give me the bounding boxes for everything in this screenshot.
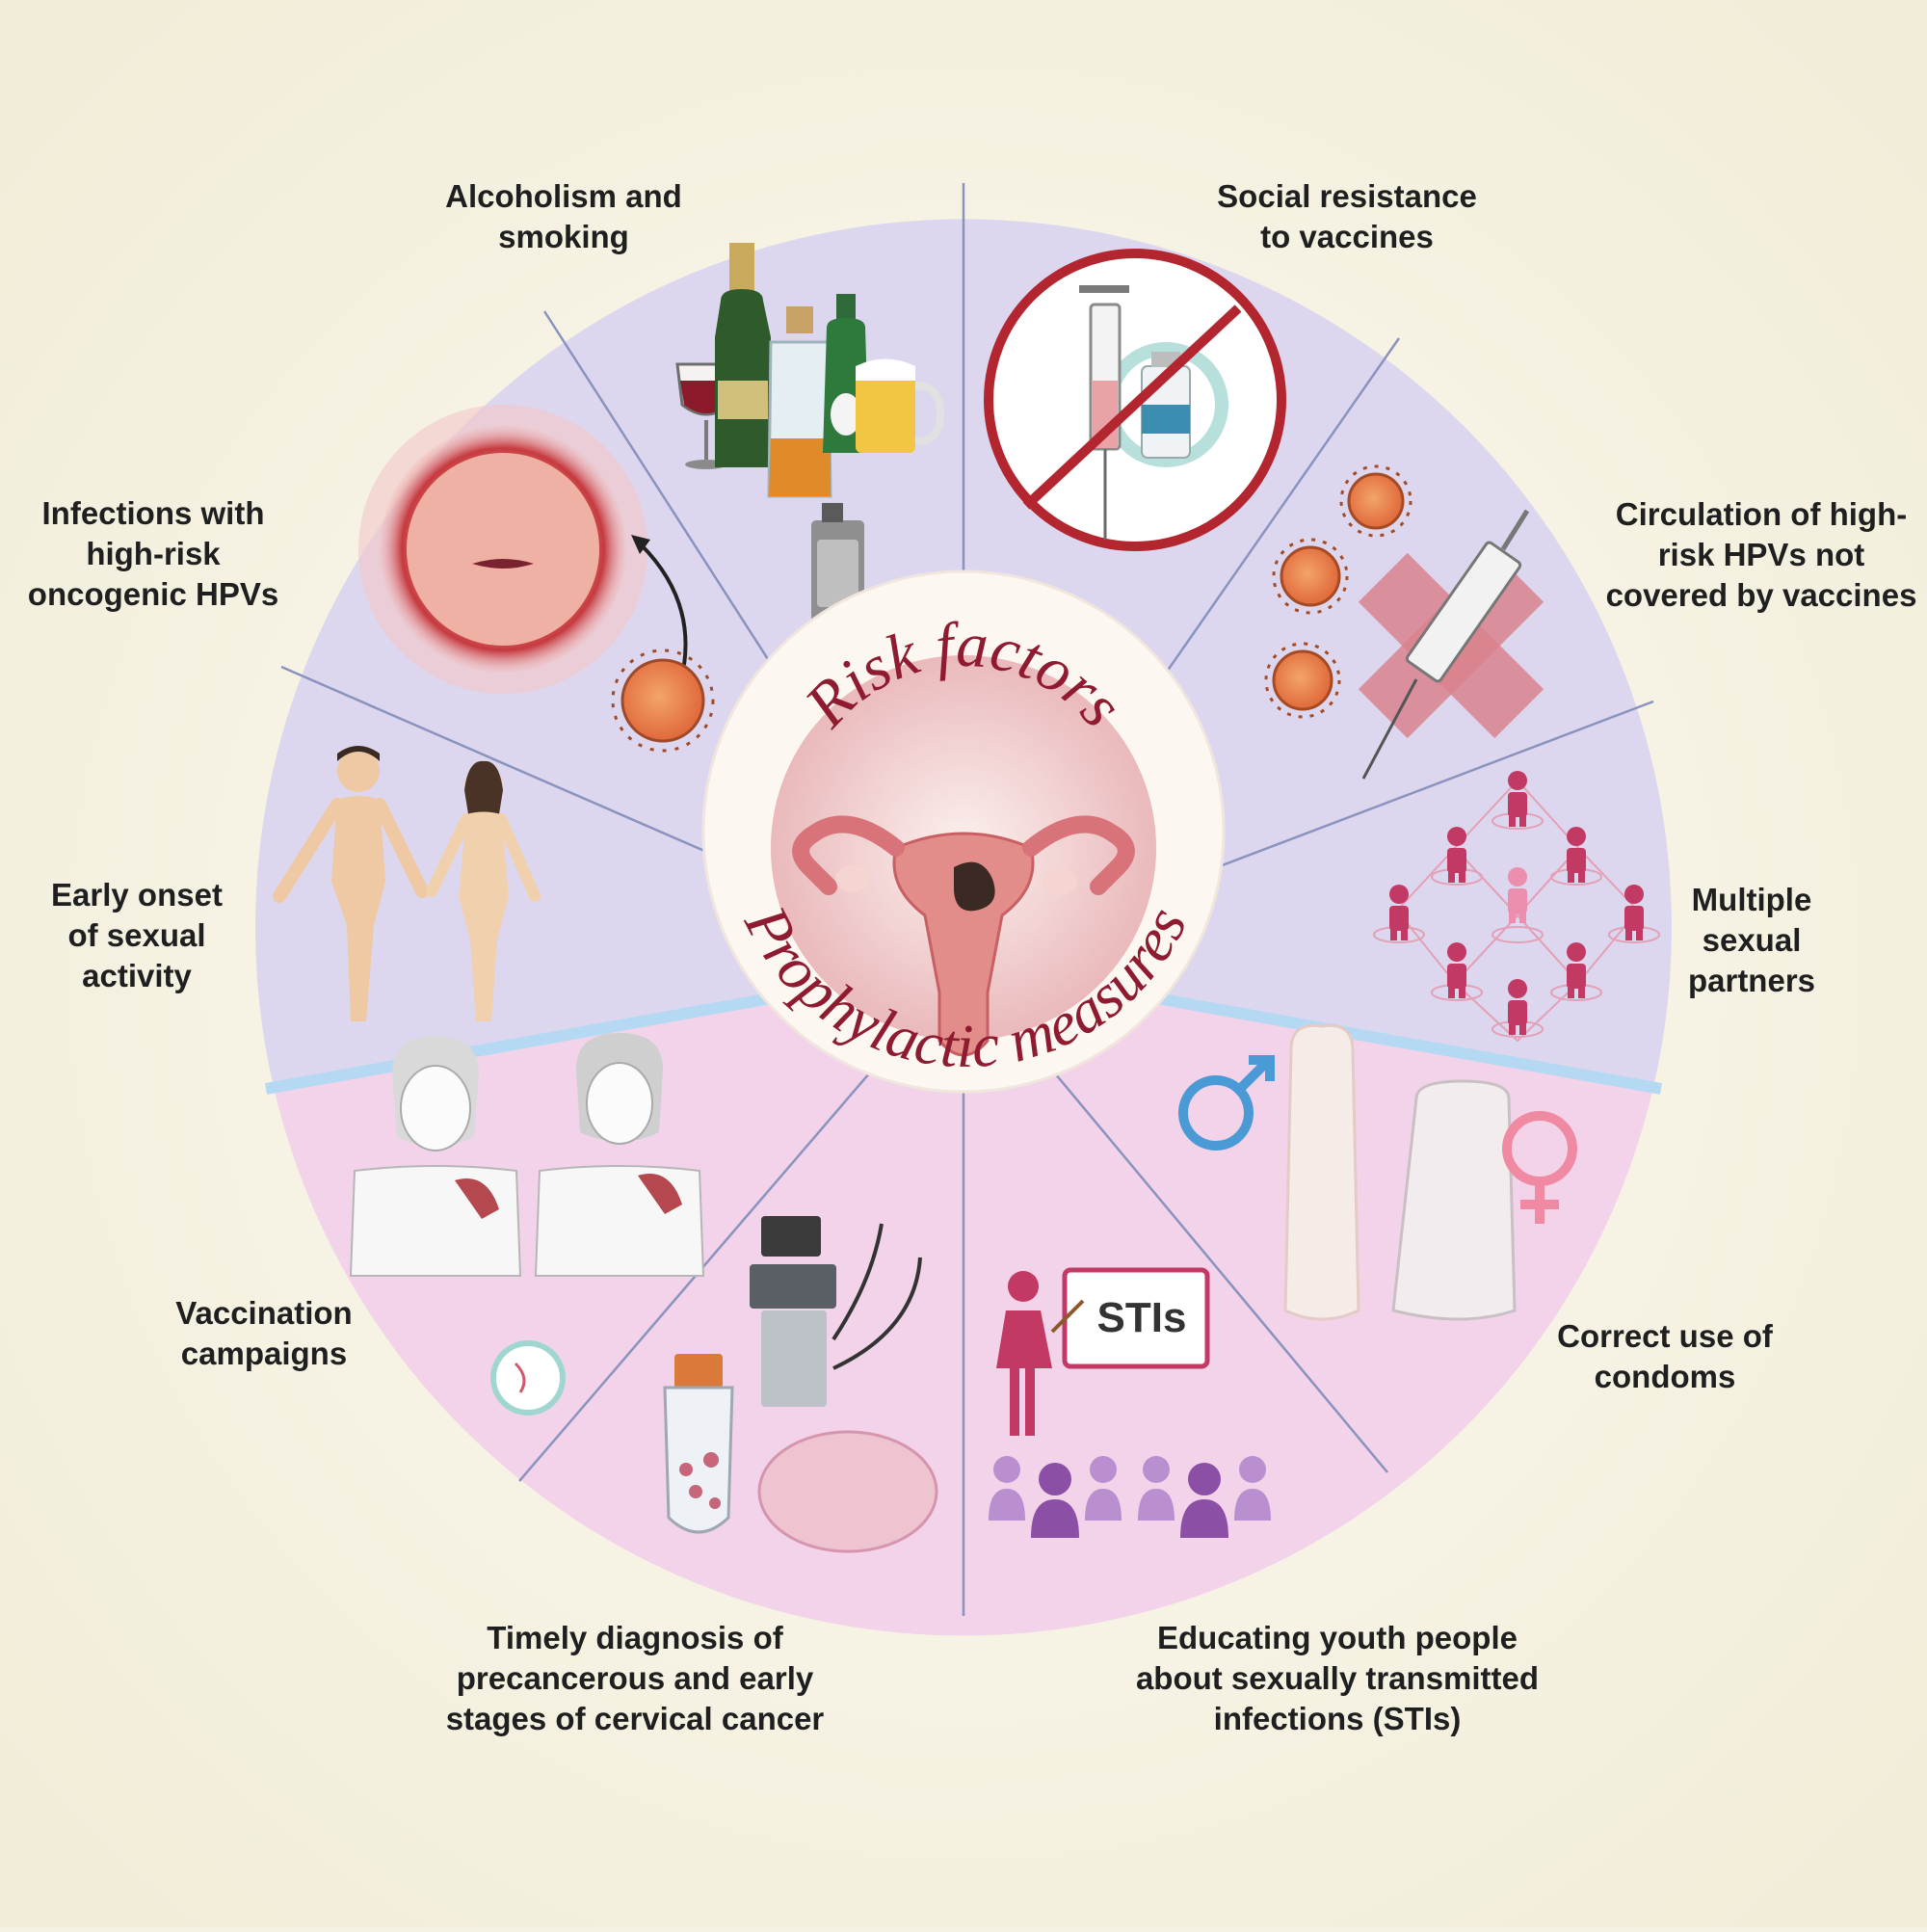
- label-condoms: Correct use of condoms: [1395, 1316, 1927, 1397]
- label-line: Social resistance: [1217, 178, 1477, 214]
- uterus-icon: [792, 815, 1135, 1057]
- hpv-cervix-icon: [358, 405, 715, 753]
- label-sti-education: Educating youth people about sexually tr…: [1068, 1618, 1607, 1739]
- center-emblem: Risk factors Prophylactic measures: [701, 569, 1226, 1094]
- label-line: campaigns: [180, 1336, 348, 1371]
- label-multiple-partners: Multiple sexual partners: [1578, 880, 1925, 1001]
- label-line: Correct use of: [1557, 1318, 1773, 1354]
- label-alcoholism-smoking: Alcoholism and smoking: [294, 176, 833, 257]
- label-early-onset: Early onset of sexual activity: [0, 875, 310, 996]
- label-line: activity: [82, 958, 192, 993]
- label-line: Timely diagnosis of: [487, 1620, 783, 1655]
- label-line: Educating youth people: [1156, 1620, 1518, 1655]
- uncovered-hpv-icon: [1264, 464, 1544, 780]
- label-line: of sexual: [67, 917, 206, 953]
- label-line: smoking: [498, 219, 629, 254]
- alcohol-smoking-icon: [675, 243, 945, 713]
- label-hpv-infections: Infections with high-risk oncogenic HPVs: [0, 493, 327, 615]
- label-line: partners: [1687, 963, 1816, 998]
- label-line: Alcoholism and: [445, 178, 682, 214]
- label-line: oncogenic HPVs: [27, 576, 279, 612]
- label-timely-diagnosis: Timely diagnosis of precancerous and ear…: [365, 1618, 905, 1739]
- label-line: sexual: [1702, 922, 1802, 958]
- label-line: about sexually transmitted: [1135, 1660, 1540, 1696]
- label-line: risk HPVs not: [1657, 537, 1865, 572]
- partners-network-icon: [1373, 771, 1660, 1043]
- label-uncovered-hpv: Circulation of high- risk HPVs not cover…: [1588, 494, 1927, 616]
- label-line: infections (STIs): [1213, 1701, 1462, 1736]
- sti-board-text: STIs: [1097, 1294, 1187, 1341]
- label-vaccination-campaigns: Vaccination campaigns: [0, 1293, 534, 1374]
- sti-education-icon: [989, 1267, 1271, 1538]
- label-line: condoms: [1594, 1359, 1736, 1394]
- label-line: Early onset: [51, 877, 223, 913]
- no-vaccine-icon: [984, 249, 1286, 551]
- label-line: high-risk: [86, 536, 221, 571]
- label-line: Circulation of high-: [1615, 496, 1908, 532]
- label-line: stages of cervical cancer: [445, 1701, 825, 1736]
- label-line: precancerous and early: [456, 1660, 814, 1696]
- label-line: Infections with: [41, 495, 265, 531]
- label-line: Vaccination: [175, 1295, 353, 1331]
- label-line: covered by vaccines: [1605, 577, 1917, 613]
- label-line: Multiple: [1691, 882, 1812, 917]
- label-line: to vaccines: [1260, 219, 1434, 254]
- diagnosis-icon: [663, 1216, 938, 1553]
- condoms-icon: [1178, 1023, 1577, 1321]
- vaccination-icon: [349, 1033, 705, 1416]
- couple-icon: [273, 746, 541, 1021]
- label-social-resistance: Social resistance to vaccines: [1077, 176, 1617, 257]
